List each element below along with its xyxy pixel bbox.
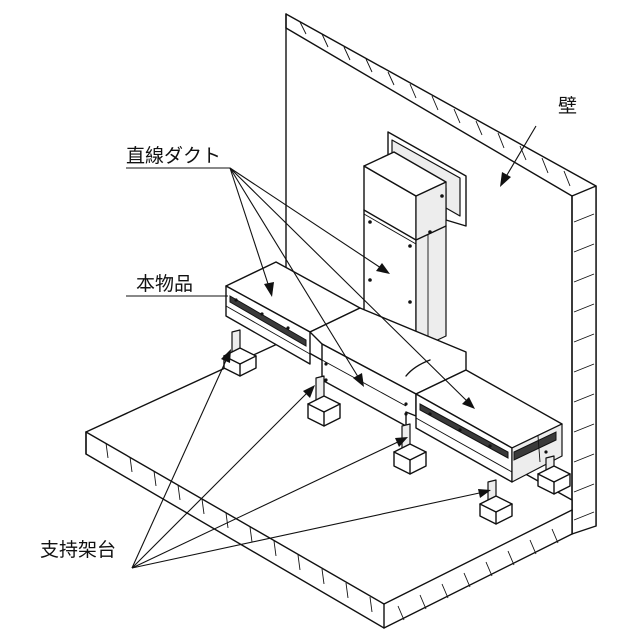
straight-duct-label: 直線ダクト bbox=[126, 145, 221, 167]
support-stand-label: 支持架台 bbox=[40, 539, 116, 561]
main-product-label: 本物品 bbox=[136, 273, 193, 295]
wall-label: 壁 bbox=[558, 95, 577, 117]
